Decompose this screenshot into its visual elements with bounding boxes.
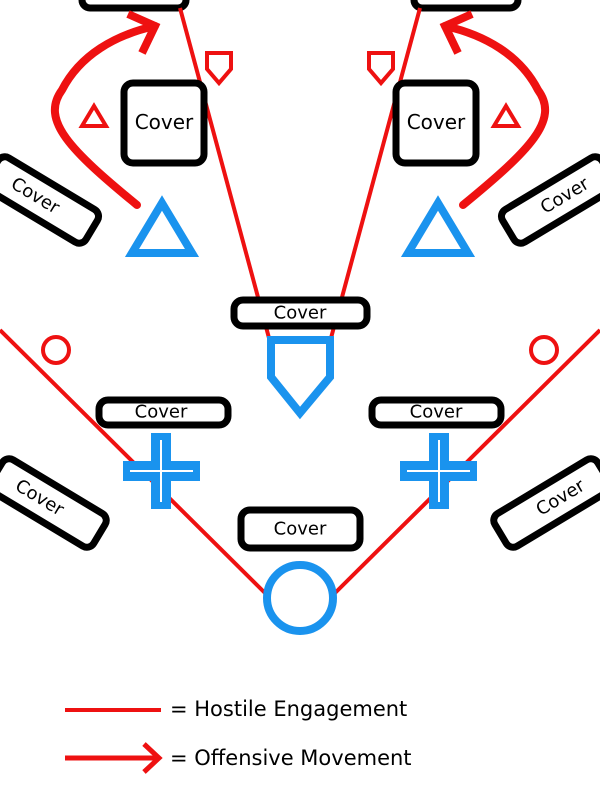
cover-label: Cover bbox=[274, 303, 327, 324]
hostile-line-top-right bbox=[329, 7, 422, 339]
cover-label: Cover bbox=[135, 402, 188, 423]
hostile-line-top-left bbox=[178, 7, 271, 339]
cover-bottom-center: Cover bbox=[237, 506, 364, 552]
friendly-triangle-right bbox=[400, 195, 476, 257]
friendly-cross-right bbox=[400, 433, 477, 509]
cover-upper-left-angled: Cover bbox=[0, 153, 103, 247]
cover-lower-right-angled: Cover bbox=[490, 455, 600, 551]
enemy-circle-marker-left bbox=[41, 335, 71, 365]
friendly-shield-center bbox=[267, 336, 334, 420]
friendly-cross-left bbox=[123, 433, 200, 509]
cover-mid-left: Cover bbox=[95, 396, 232, 429]
cover-upper-right-box: Cover bbox=[392, 79, 480, 167]
cover-lower-left-angled: Cover bbox=[0, 455, 110, 551]
cover-label: Cover bbox=[407, 110, 466, 134]
cover-mid-right: Cover bbox=[368, 396, 505, 429]
cover-label: Cover bbox=[410, 402, 463, 423]
offensive-arrow-right bbox=[439, 10, 550, 209]
offensive-arrow-left bbox=[50, 10, 161, 209]
cover-center-top: Cover bbox=[230, 296, 371, 330]
cover-upper-left-box: Cover bbox=[120, 79, 208, 167]
cover-label: Cover bbox=[135, 110, 194, 134]
top-right-cover bbox=[410, 0, 522, 12]
legend-offensive-label: = Offensive Movement bbox=[170, 746, 412, 770]
enemy-triangle-marker-left bbox=[78, 102, 110, 128]
enemy-shield-marker-left bbox=[205, 51, 233, 87]
enemy-shield-marker-right bbox=[367, 51, 395, 87]
cover-upper-right-angled: Cover bbox=[497, 153, 600, 247]
top-left-cover bbox=[78, 0, 190, 12]
legend-hostile-label: = Hostile Engagement bbox=[170, 697, 407, 721]
friendly-circle-bottom bbox=[263, 561, 337, 635]
friendly-triangle-left bbox=[124, 195, 200, 257]
enemy-circle-marker-right bbox=[529, 335, 559, 365]
cover-label: Cover bbox=[274, 519, 327, 540]
enemy-triangle-marker-right bbox=[490, 102, 522, 128]
legend-arrow-icon bbox=[65, 742, 163, 774]
legend: = Hostile Engagement = Offensive Movemen… bbox=[65, 697, 412, 774]
